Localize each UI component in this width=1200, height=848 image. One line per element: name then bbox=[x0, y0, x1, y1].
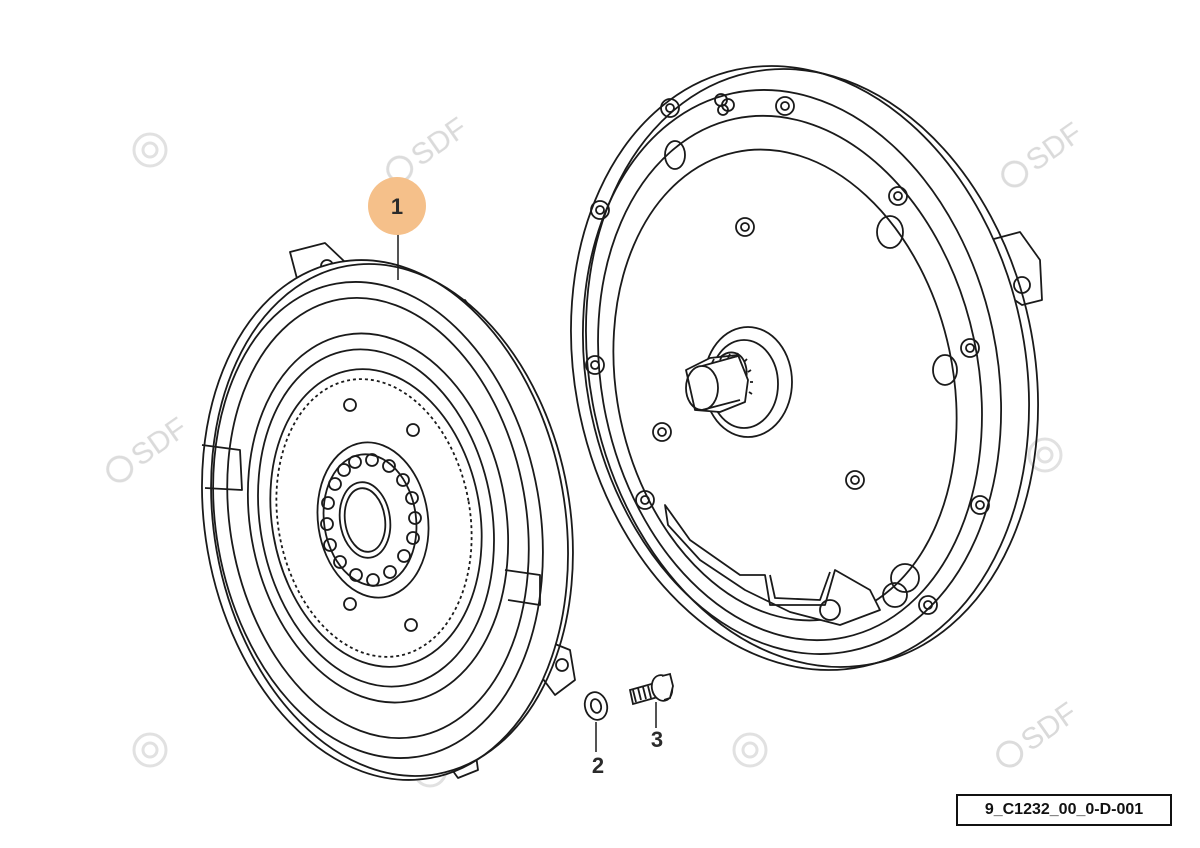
flywheel-housing bbox=[570, 65, 1043, 671]
watermark-text: SDF bbox=[405, 111, 473, 172]
sdf-watermark: SDF bbox=[1001, 116, 1088, 188]
reference-code: 9_C1232_00_0-D-001 bbox=[984, 801, 1144, 818]
callout-1: 1 bbox=[368, 177, 426, 235]
sdf-watermark: SDF bbox=[996, 696, 1083, 768]
hub-bolts bbox=[320, 453, 422, 587]
sdf-watermark: SDF bbox=[106, 411, 193, 483]
callout-3: 3 bbox=[651, 727, 663, 752]
reference-code-box: 9_C1232_00_0-D-001 bbox=[956, 794, 1172, 826]
watermark-text: SDF bbox=[1020, 116, 1088, 177]
callout-2: 2 bbox=[592, 753, 604, 778]
leader-lines bbox=[397, 232, 657, 752]
flange-bolt-holes bbox=[585, 96, 990, 615]
callout-2-label: 2 bbox=[592, 753, 604, 778]
watermark-text: SDF bbox=[1015, 696, 1083, 757]
washer-part bbox=[583, 691, 609, 721]
watermark-text: SDF bbox=[125, 411, 193, 472]
clutch-damper-plate bbox=[201, 242, 576, 781]
callout-1-highlight bbox=[368, 177, 426, 235]
callout-3-label: 3 bbox=[651, 727, 663, 752]
bolt-part bbox=[628, 672, 674, 706]
callout-1-label: 1 bbox=[391, 194, 403, 219]
